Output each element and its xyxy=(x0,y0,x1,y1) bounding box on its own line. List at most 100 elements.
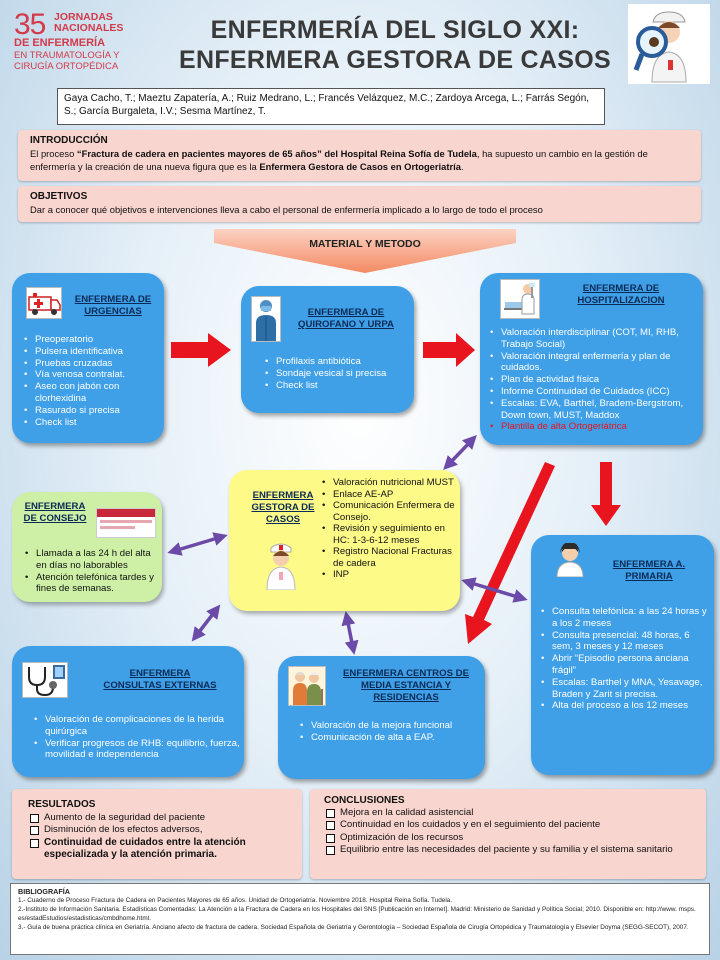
list-item: Revisión y seguimiento en HC: 1-3-6-12 m… xyxy=(321,523,455,546)
intro-bold-2: Enfermera Gestora de Casos en Ortogeriat… xyxy=(259,161,461,172)
logo-line3: DE ENFERMERÍA xyxy=(14,37,106,49)
introduction-text: El proceso “Fractura de cadera en pacien… xyxy=(30,147,689,173)
externas-list: Valoración de complicaciones de la herid… xyxy=(32,714,242,761)
consejo-box: ENFERMERA DE CONSEJO Llamada a las 24 h … xyxy=(12,492,162,602)
gestora-list: Valoración nutricional MUST Enlace AE-AP… xyxy=(321,477,455,581)
primaria-list: Consulta telefónica: a las 24 horas y a … xyxy=(539,606,713,712)
list-item: Enlace AE-AP xyxy=(321,489,455,501)
title-line1: ENFERMERÍA DEL SIGLO XXI: xyxy=(210,16,580,44)
purple-arrow-gest-ext xyxy=(191,604,221,642)
introduction-box: INTRODUCCIÓN El proceso “Fractura de cad… xyxy=(18,130,701,181)
list-item: Valoración de complicaciones de la herid… xyxy=(32,714,242,738)
list-item: Escalas: Barthel y MNA, Yesavage, Braden… xyxy=(539,677,713,701)
externas-heading-1: ENFERMERA xyxy=(129,668,191,679)
externas-heading-2: CONSULTAS EXTERNAS xyxy=(103,680,217,691)
material-banner: MATERIAL Y METODO xyxy=(214,229,516,273)
surgeon-icon xyxy=(251,296,281,342)
bibliography-heading: BIBLIOGRAFÍA xyxy=(18,887,70,896)
list-item: Disminución de los efectos adversos, xyxy=(28,824,286,837)
list-item: Continuidad de cuidados entre la atenció… xyxy=(28,837,286,862)
list-item: Atención telefónica tardes y fines de se… xyxy=(24,572,160,596)
list-item: Valoración nutricional MUST xyxy=(321,477,455,489)
conclusions-box: CONCLUSIONES Mejora en la calidad asiste… xyxy=(310,789,706,879)
purple-arrow-gest-prim xyxy=(461,577,528,603)
list-item: Llamada a las 24 h del alta en días no l… xyxy=(24,548,160,572)
intro-text-1: El proceso xyxy=(30,148,77,159)
results-heading: RESULTADOS xyxy=(28,799,96,810)
hospitalizacion-heading: ENFERMERA DE HOSPITALIZACION xyxy=(546,283,696,307)
bibliography-ref: 3.- Guía de buena práctica clínica en Ge… xyxy=(18,924,689,931)
hospitalizacion-heading-1: ENFERMERA DE xyxy=(582,283,660,294)
purple-arrow-gest-med xyxy=(341,611,359,655)
intro-text-2: , ha supuesto un cambio en la gestión de… xyxy=(30,148,648,172)
bibliography-ref: 1.- Cuaderno de Proceso Fractura de Cade… xyxy=(18,897,453,904)
list-item: Preoperatorio xyxy=(22,334,160,346)
list-item: Registro Nacional Fracturas de cadera xyxy=(321,546,455,569)
quirofano-box: ENFERMERA DE QUIROFANO Y URPA Profilaxis… xyxy=(241,286,414,413)
consejo-heading: ENFERMERA DE CONSEJO xyxy=(23,501,87,524)
logo-line2: NACIONALES xyxy=(54,22,124,34)
urgencias-box: ENFERMERA DE URGENCIAS Preoperatorio Pul… xyxy=(12,273,164,443)
magnifier-nurse-icon xyxy=(628,4,710,84)
quirofano-list: Profilaxis antibiótica Sondaje vesical s… xyxy=(263,356,413,391)
list-item: Check list xyxy=(263,380,413,392)
gestora-heading: ENFERMERA GESTORA DE CASOS xyxy=(251,490,315,525)
purple-arrow-gest-hosp xyxy=(443,434,477,471)
list-item: Aumento de la seguridad del paciente xyxy=(28,812,286,825)
hospitalizacion-list: Valoración interdisciplinar (COT, MI, RH… xyxy=(488,327,702,433)
consejo-leaflet-image xyxy=(96,508,156,538)
authors-box: Gaya Cacho, T.; Maeztu Zapatería, A.; Ru… xyxy=(57,88,605,125)
list-item: Alta del proceso a los 12 meses xyxy=(539,700,713,712)
list-item: Pruebas cruzadas xyxy=(22,358,160,370)
bibliography-ref: 2.-Instituto de Información Sanitaria. E… xyxy=(18,906,696,922)
externas-heading: ENFERMERA CONSULTAS EXTERNAS xyxy=(80,668,240,692)
media-estancia-heading: ENFERMERA CENTROS DE MEDIA ESTANCIA Y RE… xyxy=(343,668,469,703)
media-estancia-list: Valoración de la mejora funcional Comuni… xyxy=(298,720,482,744)
list-item: Comunicación de alta a EAP. xyxy=(298,732,482,744)
red-arrow-hosp-down xyxy=(591,462,621,526)
results-box: RESULTADOS Aumento de la seguridad del p… xyxy=(12,789,302,879)
list-item: Aseo con jabón con clorhexidina xyxy=(22,381,160,405)
results-list: Aumento de la seguridad del paciente Dis… xyxy=(28,812,286,862)
list-item: Consulta presencial: 48 horas, 6 sem, 3 … xyxy=(539,630,713,654)
list-item: Valoración de la mejora funcional xyxy=(298,720,482,732)
red-arrow-urg-quir xyxy=(171,333,231,367)
list-item: Comunicación Enfermera de Consejo. xyxy=(321,500,455,523)
list-item: Vía venosa contralat. xyxy=(22,369,160,381)
logo-line5: CIRUGÍA ORTOPÉDICA xyxy=(14,61,119,72)
media-estancia-box: ENFERMERA CENTROS DE MEDIA ESTANCIA Y RE… xyxy=(278,656,485,779)
material-arrow-shape xyxy=(214,229,516,273)
poster-title: ENFERMERÍA DEL SIGLO XXI: ENFERMERA GEST… xyxy=(150,15,640,75)
intro-bold-1: “Fractura de cadera en pacientes mayores… xyxy=(76,148,477,159)
list-item: INP xyxy=(321,569,455,581)
logo-line4: EN TRAUMATOLOGÍA Y xyxy=(14,50,120,61)
title-line2: ENFERMERA GESTORA DE CASOS xyxy=(179,46,611,74)
list-item: Valoración interdisciplinar (COT, MI, RH… xyxy=(488,327,702,351)
list-item: Equilibrio entre las necesidades del pac… xyxy=(324,844,692,856)
consejo-list: Llamada a las 24 h del alta en días no l… xyxy=(24,548,160,595)
list-item: Optimización de los recursos xyxy=(324,832,692,844)
gestora-box: ENFERMERA GESTORA DE CASOS Valoración nu… xyxy=(229,470,460,611)
purple-arrow-gest-cons xyxy=(167,532,228,556)
hospital-nurse-icon xyxy=(500,279,540,319)
congress-logo: 35 JORNADAS NACIONALES DE ENFERMERÍA EN … xyxy=(14,8,164,72)
hospitalizacion-heading-2: HOSPITALIZACION xyxy=(577,295,665,306)
list-item: Rasurado si precisa xyxy=(22,405,160,417)
list-item: Pulsera identificativa xyxy=(22,346,160,358)
list-item-highlight: Plantilla de alta Ortogeriátrica xyxy=(488,421,702,433)
introduction-heading: INTRODUCCIÓN xyxy=(30,135,108,146)
nurse-icon xyxy=(266,543,296,590)
list-item: Plan de actividad física xyxy=(488,374,702,386)
conclusions-list: Mejora en la calidad asistencial Continu… xyxy=(324,807,692,856)
list-item: Continuidad en los cuidados y en el segu… xyxy=(324,819,692,831)
objectives-heading: OBJETIVOS xyxy=(30,191,88,202)
hospitalizacion-box: ENFERMERA DE HOSPITALIZACION Valoración … xyxy=(480,273,703,445)
list-item: Profilaxis antibiótica xyxy=(263,356,413,368)
nurse-icon xyxy=(556,543,584,577)
list-item: Abrir “Episodio persona anciana frágil” xyxy=(539,653,713,677)
externas-box: ENFERMERA CONSULTAS EXTERNAS Valoración … xyxy=(12,646,244,777)
logo-line1: JORNADAS xyxy=(54,11,113,23)
objectives-box: OBJETIVOS Dar a conocer qué objetivos e … xyxy=(18,186,701,222)
